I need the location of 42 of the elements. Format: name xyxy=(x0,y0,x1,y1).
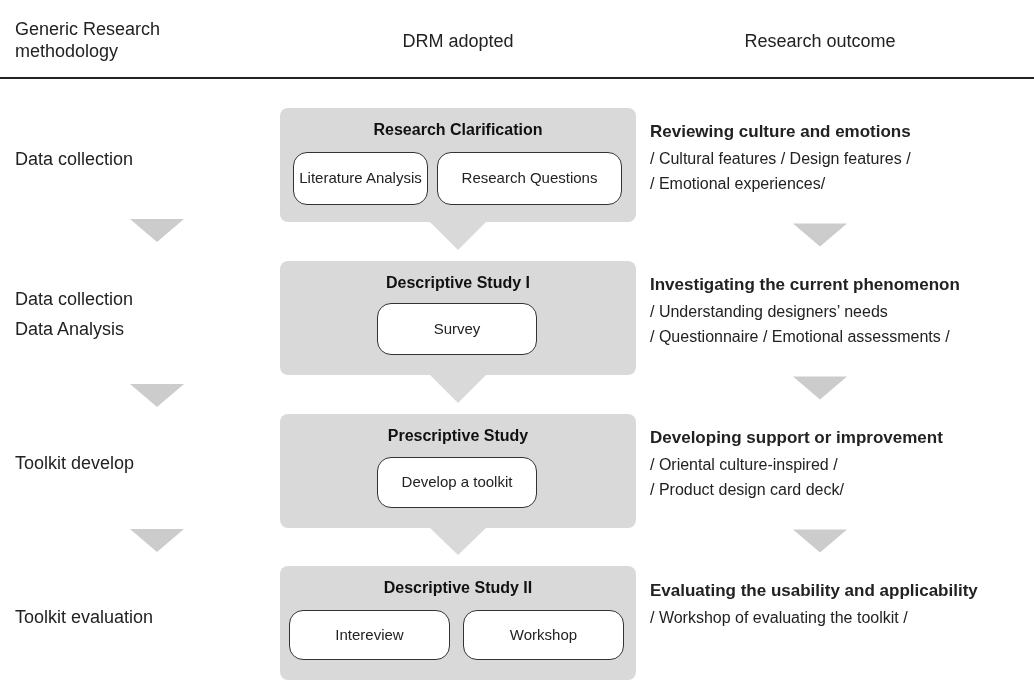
outcome-detail: / Questionnaire / Emotional assessments / xyxy=(650,327,951,347)
flow-arrow xyxy=(130,219,184,242)
method-box: Literature Analysis xyxy=(293,152,428,205)
method-step: Toolkit evaluation xyxy=(15,602,255,632)
outcome-heading: Developing support or improvement xyxy=(650,427,944,449)
stage-title: Descriptive Study II xyxy=(382,578,534,598)
stage-title: Descriptive Study I xyxy=(384,273,531,293)
stage-panel xyxy=(280,261,636,375)
method-box: Develop a toolkit xyxy=(377,457,537,508)
stage-panel xyxy=(280,566,636,680)
outcome-detail: / Understanding designers’ needs xyxy=(650,302,889,322)
flow-arrow xyxy=(430,528,486,555)
stage-panel xyxy=(280,108,636,222)
method-step: Toolkit develop xyxy=(15,448,255,478)
flow-arrow xyxy=(130,384,184,407)
flow-arrow xyxy=(793,529,847,553)
flow-arrow xyxy=(130,529,184,552)
method-step: Data Analysis xyxy=(15,314,255,344)
outcome-heading: Reviewing culture and emotions xyxy=(650,121,912,143)
outcome-detail: / Cultural features / Design features / xyxy=(650,149,912,169)
stage-panel xyxy=(280,414,636,528)
outcome-detail: / Oriental culture-inspired / xyxy=(650,455,839,475)
method-box: Intereview xyxy=(289,610,450,660)
outcome-detail: / Workshop of evaluating the toolkit / xyxy=(650,608,909,628)
method-step: Data collection xyxy=(15,144,255,174)
column-header: DRM adopted xyxy=(401,30,515,53)
stage-title: Prescriptive Study xyxy=(386,426,530,446)
outcome-heading: Evaluating the usability and applicability xyxy=(650,580,979,602)
flow-arrow xyxy=(430,222,486,250)
method-step: Data collection xyxy=(15,284,255,314)
stage-title: Research Clarification xyxy=(372,120,544,140)
outcome-heading: Investigating the current phenomenon xyxy=(650,274,961,296)
method-box: Workshop xyxy=(463,610,624,660)
outcome-detail: / Product design card deck/ xyxy=(650,480,845,500)
outcome-detail: / Emotional experiences/ xyxy=(650,174,827,194)
method-box: Research Questions xyxy=(437,152,622,205)
flow-arrow xyxy=(793,223,847,247)
method-box: Survey xyxy=(377,303,537,355)
flow-arrow xyxy=(430,375,486,403)
column-header: Generic Research methodology xyxy=(15,18,162,62)
column-header: Research outcome xyxy=(743,30,897,53)
flow-arrow xyxy=(793,376,847,400)
